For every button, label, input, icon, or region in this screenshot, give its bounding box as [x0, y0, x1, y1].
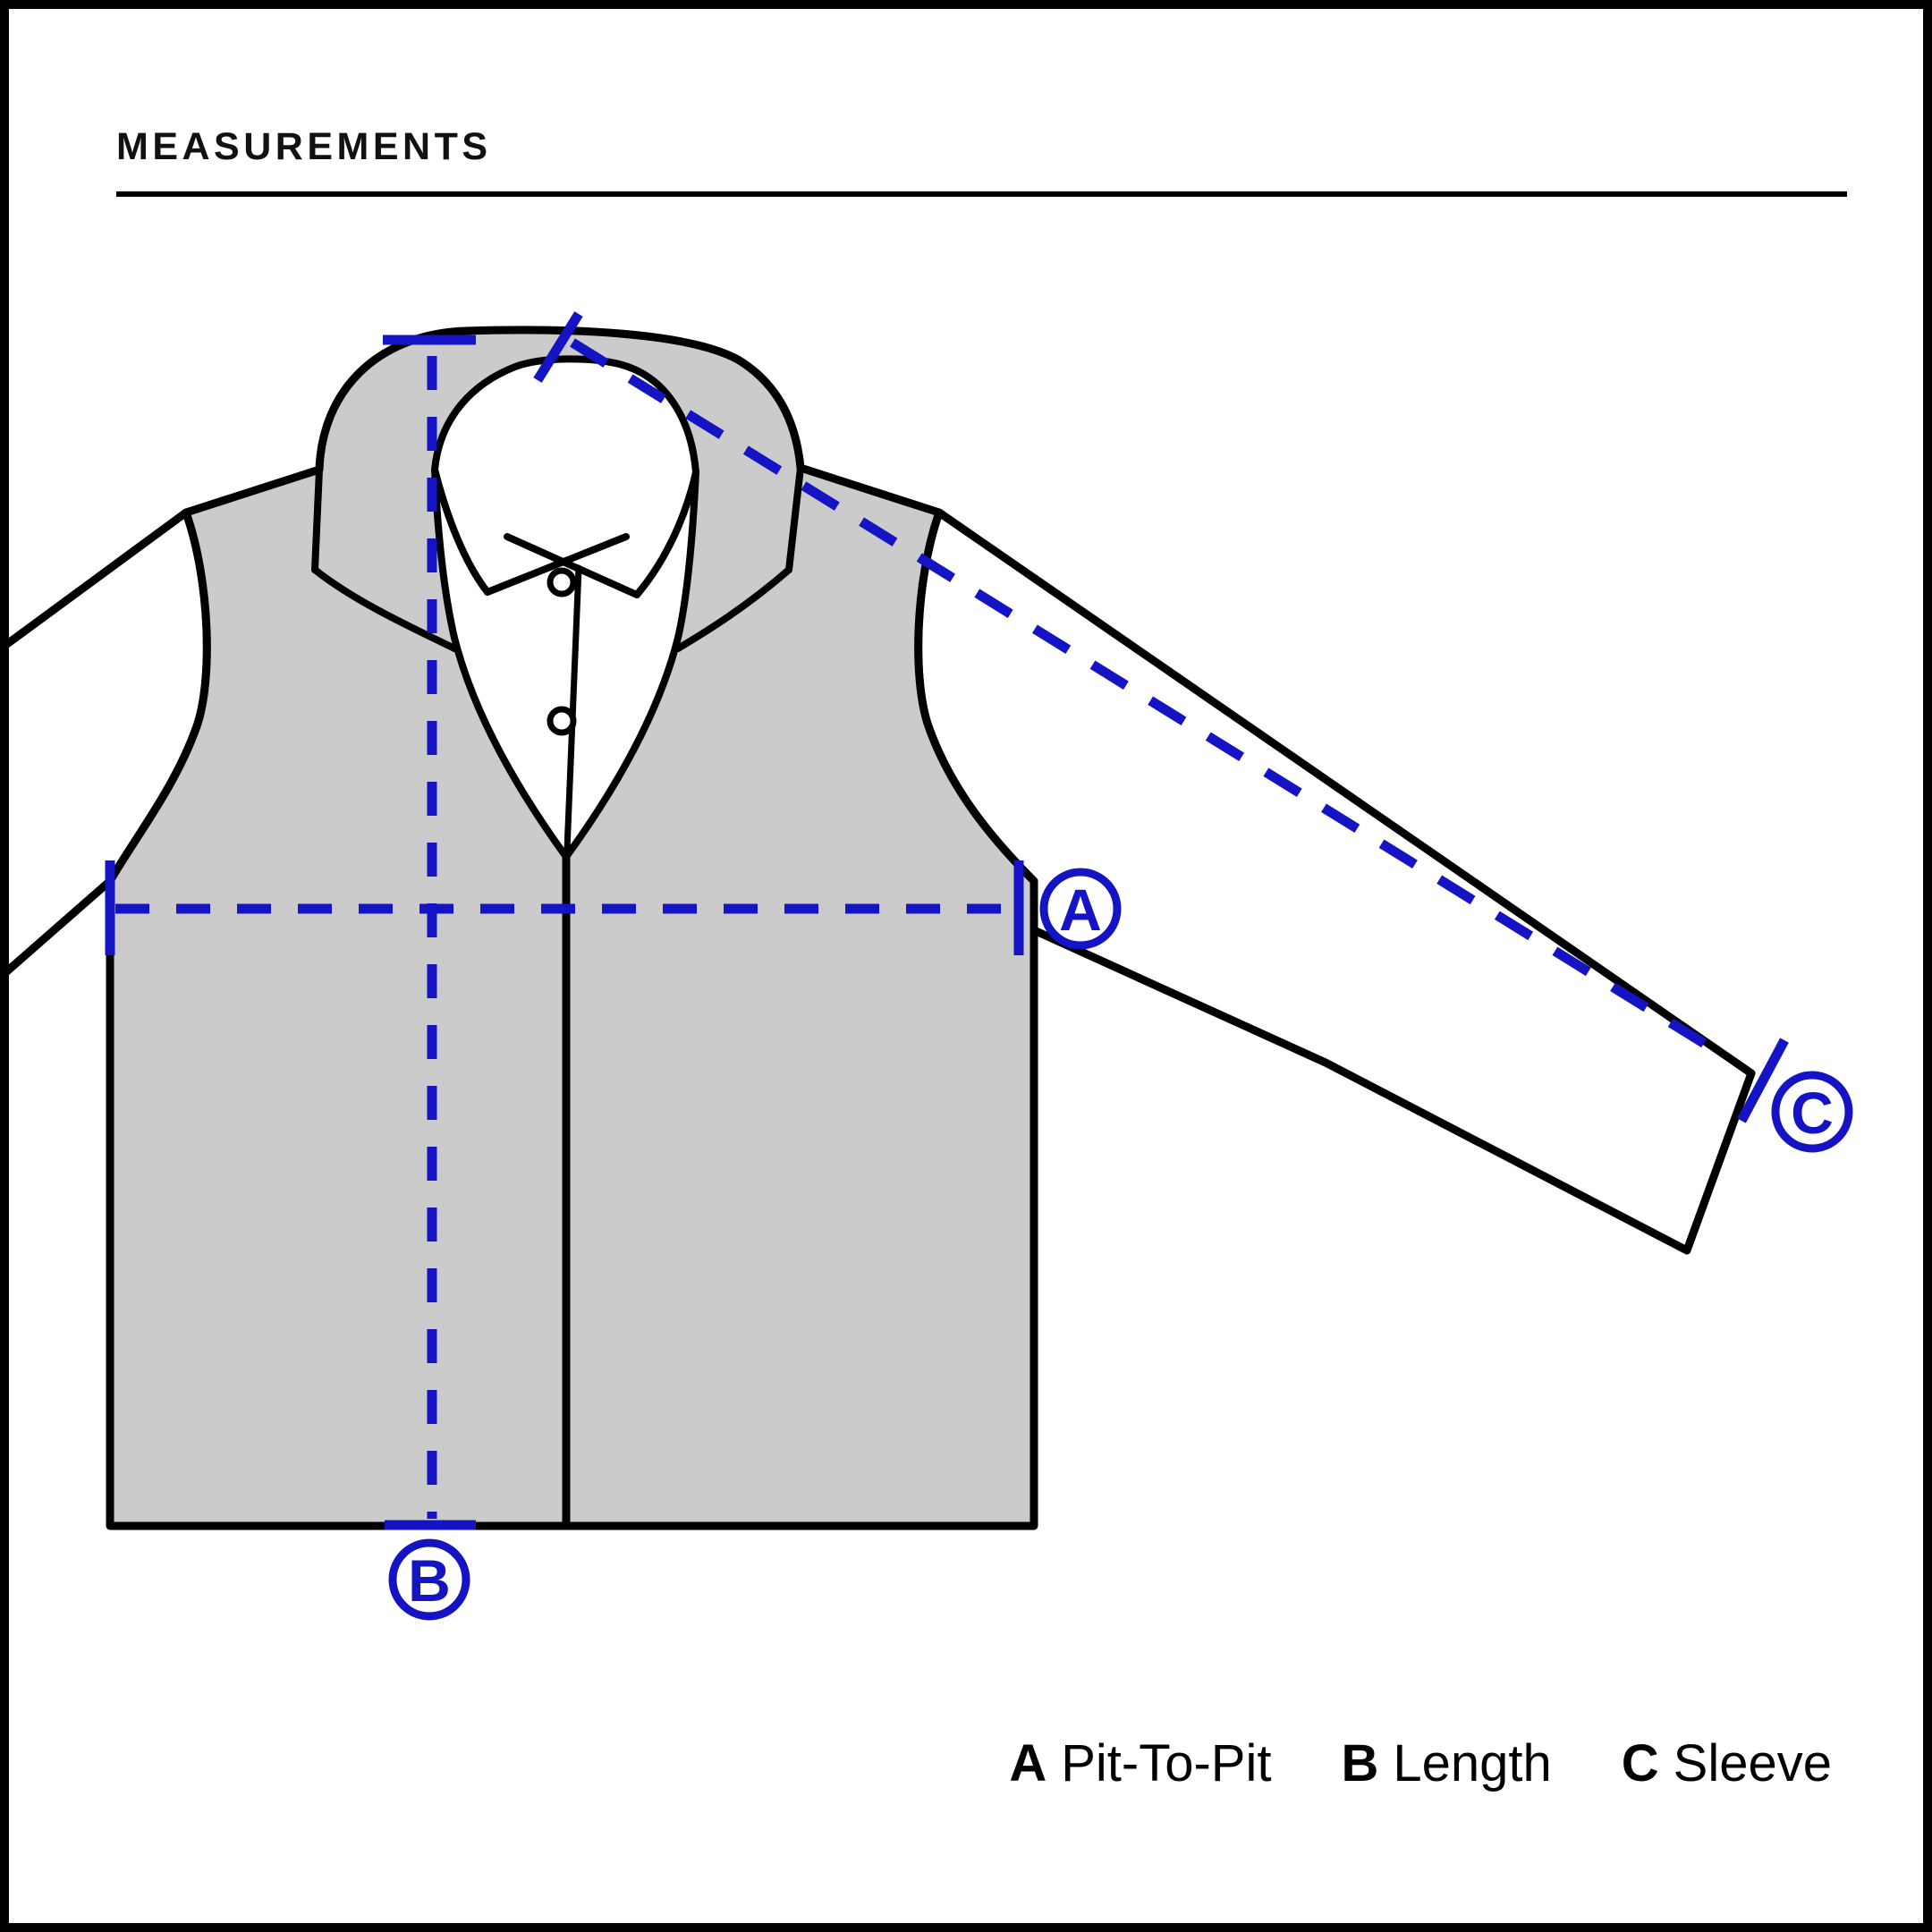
jacket-body	[106, 326, 1038, 1530]
legend-letter-a: A	[1009, 1734, 1047, 1792]
measurement-c-badge-letter: C	[1791, 1080, 1834, 1146]
shirt-collar	[431, 466, 699, 853]
measurement-b-badge	[388, 1538, 470, 1621]
shirt-button-bottom	[547, 706, 577, 736]
measurement-a-badge	[1039, 868, 1122, 950]
title-underline-rule	[116, 191, 1847, 197]
jacket-detail-lines	[311, 464, 804, 1530]
shirt-v-opening	[431, 355, 699, 860]
legend-label-pit-to-pit: Pit-To-Pit	[1061, 1734, 1272, 1792]
measurement-b: B	[383, 335, 476, 1621]
right-sleeve	[914, 508, 1756, 1255]
right-lapel-crease	[674, 566, 792, 652]
measurement-c-badge	[1771, 1071, 1853, 1153]
legend-letter-c: C	[1621, 1734, 1659, 1792]
measurement-c-end-tick	[1737, 1038, 1789, 1123]
legend-item-sleeve: C Sleeve	[1622, 1733, 1832, 1793]
measurement-c-dashed-line	[570, 338, 1715, 1053]
shirt-button-top	[547, 567, 577, 597]
measurement-c: C	[533, 311, 1853, 1153]
shirt-collar-left-flap	[431, 466, 491, 596]
left-lapel-crease	[311, 566, 458, 652]
measurement-a: A	[105, 860, 1122, 955]
measurement-c-start-tick	[533, 311, 583, 383]
measurement-a-badge-letter: A	[1059, 877, 1102, 943]
legend-letter-b: B	[1341, 1734, 1379, 1792]
legend-item-length: B Length	[1341, 1733, 1551, 1793]
measurement-annotations: A B C	[105, 311, 1853, 1621]
left-collar-notch-line	[311, 466, 323, 573]
legend-item-pit-to-pit: A Pit-To-Pit	[1009, 1733, 1271, 1793]
legend-label-length: Length	[1393, 1734, 1552, 1792]
shirt-collar-left-flap-inner-edge	[484, 533, 630, 596]
right-collar-notch-line	[785, 464, 804, 573]
measurement-legend: A Pit-To-Pit B Length C Sleeve	[1009, 1733, 1832, 1793]
shirt-collar-right-flap-inner-edge	[504, 533, 640, 598]
legend-label-sleeve: Sleeve	[1673, 1734, 1832, 1792]
page-title: MEASUREMENTS	[116, 125, 492, 168]
measurement-b-badge-letter: B	[408, 1547, 451, 1614]
shirt-collar-right-flap	[633, 469, 699, 598]
